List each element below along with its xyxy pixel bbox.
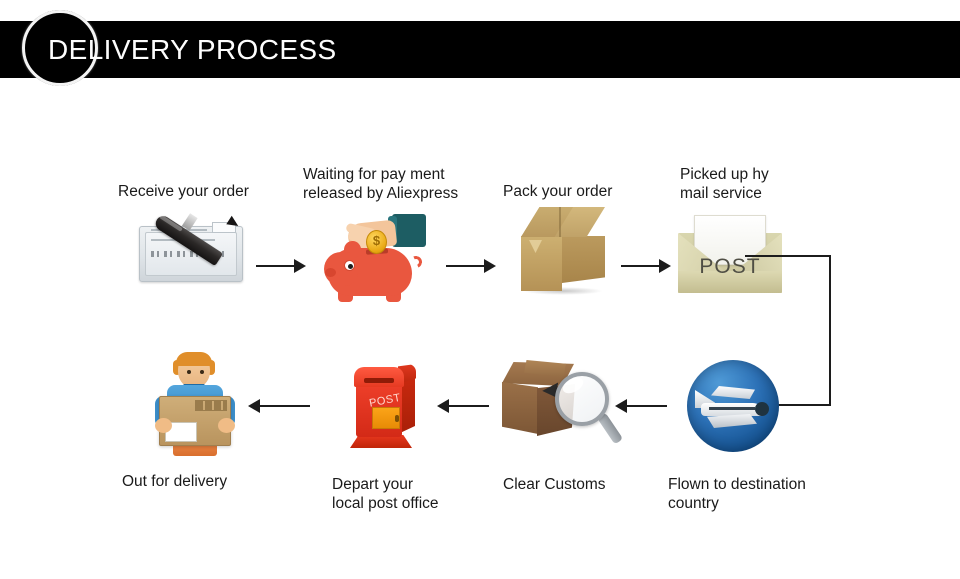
step-receive-order-label: Receive your order [118,183,249,200]
cardboard-box-icon [515,207,611,299]
step-waiting-payment-label-line1: Waiting for pay ment [303,166,445,183]
step-flown-destination-label-line1: Flown to destination [668,476,806,493]
envelope-post-label: POST [699,255,761,278]
step-depart-post-office-label-line2: local post office [332,495,439,512]
step-waiting-payment-label-line2: released by Aliexpress [303,185,459,202]
cheque-with-pen-icon [139,208,247,284]
arrow-right-2 [446,259,496,273]
step-out-for-delivery-label: Out for delivery [122,473,228,490]
coin-icon [366,230,387,254]
arrow-right-3 [621,259,671,273]
mailbox-icon: POST [342,353,426,457]
arrow-right-1 [256,259,306,273]
page-title: DELIVERY PROCESS [48,34,337,65]
arrow-left-6 [248,399,310,413]
piggy-bank-icon [322,208,434,304]
step-clear-customs-label: Clear Customs [503,476,606,493]
step-picked-up-label-line2: mail service [680,185,762,202]
arrow-left-5 [437,399,489,413]
delivery-man-icon [145,352,245,458]
step-pack-order-label: Pack your order [503,183,613,200]
step-flown-destination-label-line2: country [668,495,719,512]
step-depart-post-office-label-line1: Depart your [332,476,413,493]
arrow-left-4 [615,399,667,413]
header-circle-icon [22,10,98,86]
header-banner [0,21,960,78]
customs-inspection-icon [498,358,624,456]
step-picked-up-label-line1: Picked up hy [680,166,769,183]
airplane-icon [687,360,779,452]
post-envelope-icon: POST [678,215,782,295]
